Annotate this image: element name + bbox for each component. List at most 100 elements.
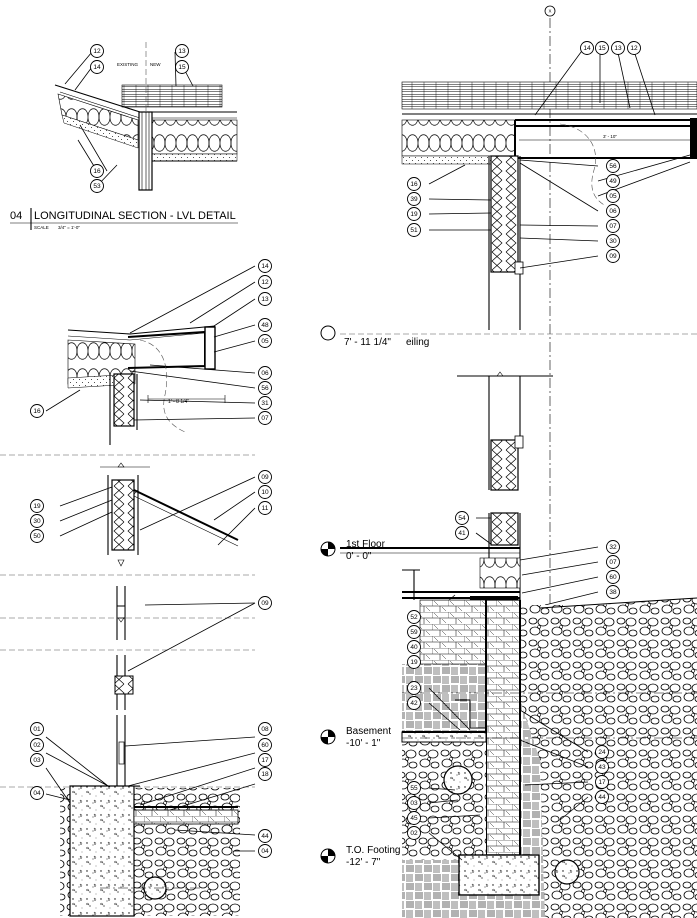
footing-elev: -12' - 7" bbox=[346, 857, 381, 868]
keynote-tag: 02 bbox=[407, 826, 421, 840]
keynote-tag-label: 07 bbox=[609, 559, 617, 566]
ceiling-level-elev: 7' - 11 1/4" bbox=[344, 337, 391, 348]
left-foundation-wall bbox=[69, 785, 135, 917]
keynote-tag-label: 19 bbox=[410, 659, 418, 666]
sloped-roof-line bbox=[133, 489, 239, 541]
keynote-tag-label: 44 bbox=[598, 794, 606, 801]
keynote-tag: 19 bbox=[407, 655, 421, 669]
keynote-tag-label: 17 bbox=[598, 779, 606, 786]
grid-line-x: X bbox=[544, 5, 556, 918]
keynote-tag-label: 06 bbox=[261, 370, 269, 377]
eave-deck bbox=[67, 325, 216, 335]
keynote-tags: 12 14 13 15 16 53 14 12 13 48 05 06 56 31 07 16 09 10 11 19… bbox=[30, 41, 641, 858]
keynote-tag: 15 bbox=[175, 60, 189, 74]
keynote-tag: 31 bbox=[258, 396, 272, 410]
keynote-tag-label: 43 bbox=[598, 764, 606, 771]
keynote-tag-label: 60 bbox=[261, 742, 269, 749]
detail-04-title: 04 LONGITUDINAL SECTION - LVL DETAIL SCA… bbox=[10, 208, 238, 230]
keynote-tag: 13 bbox=[258, 292, 272, 306]
existing-shingles bbox=[121, 84, 223, 108]
keynote-tag: 48 bbox=[258, 318, 272, 332]
keynote-tag-label: 59 bbox=[410, 629, 418, 636]
flat-rigid-insulation bbox=[151, 153, 238, 162]
left-mid-detail bbox=[0, 586, 256, 710]
keynote-tag-label: 60 bbox=[609, 574, 617, 581]
keynote-tag-label: 03 bbox=[410, 800, 418, 807]
keynote-tag: 40 bbox=[407, 640, 421, 654]
left-foundation-detail bbox=[0, 715, 256, 917]
keynote-tag-label: 05 bbox=[609, 193, 617, 200]
keynote-tag: 18 bbox=[258, 767, 272, 781]
keynote-tag: 52 bbox=[407, 610, 421, 624]
keynote-tag: 43 bbox=[595, 760, 609, 774]
keynote-tag: 24 bbox=[595, 745, 609, 759]
eave-dashed-outline bbox=[139, 339, 186, 433]
detail-title: LONGITUDINAL SECTION - LVL DETAIL bbox=[34, 210, 236, 222]
keynote-tag-label: 41 bbox=[458, 530, 466, 537]
left-eave-detail: 1' - 8 1/4" bbox=[45, 265, 256, 445]
keynote-tag-label: 50 bbox=[33, 533, 41, 540]
keynote-tag-label: 44 bbox=[261, 833, 269, 840]
basement-name: Basement bbox=[346, 726, 391, 737]
ceiling-level-marker bbox=[320, 325, 336, 341]
keynote-tag-label: 12 bbox=[93, 48, 101, 55]
keynote-tag: 09 bbox=[258, 596, 272, 610]
keynote-tag: 01 bbox=[30, 722, 44, 736]
keynote-tag-label: 07 bbox=[261, 415, 269, 422]
keynote-tag: 16 bbox=[90, 164, 104, 178]
keynote-tag-label: 31 bbox=[261, 400, 269, 407]
keynote-tag-label: 01 bbox=[33, 726, 41, 733]
first-floor-name: 1st Floor bbox=[346, 539, 386, 550]
detail-number: 04 bbox=[10, 210, 22, 222]
keynote-tag: 45 bbox=[407, 811, 421, 825]
keynote-tag: 05 bbox=[606, 189, 620, 203]
keynote-tag-label: 11 bbox=[262, 505, 269, 512]
keynote-tag: 16 bbox=[407, 177, 421, 191]
keynote-tag: 17 bbox=[595, 775, 609, 789]
keynote-tag-label: 06 bbox=[609, 208, 617, 215]
keynote-tag-label: 14 bbox=[583, 45, 591, 52]
keynote-tag: 02 bbox=[30, 738, 44, 752]
dim-left: 1' - 8 1/4" bbox=[168, 399, 189, 405]
keynote-tag-label: 03 bbox=[33, 757, 41, 764]
keynote-tag-label: 53 bbox=[93, 183, 101, 190]
keynote-tag-label: 08 bbox=[261, 726, 269, 733]
keynote-tag: 38 bbox=[606, 585, 620, 599]
keynote-tag: 12 bbox=[90, 44, 104, 58]
keynote-tag: 19 bbox=[30, 499, 44, 513]
detail-04-roof: EXISTING NEW bbox=[54, 42, 238, 191]
keynote-tag: 56 bbox=[258, 381, 272, 395]
keynote-tag-label: 55 bbox=[410, 785, 418, 792]
keynote-tag: 04 bbox=[258, 844, 272, 858]
right-foundation-wall bbox=[485, 599, 521, 856]
keynote-tag-label: 52 bbox=[410, 614, 418, 621]
existing-label: EXISTING bbox=[117, 62, 139, 67]
keynote-tag-label: 13 bbox=[178, 48, 186, 55]
keynote-tag-label: 02 bbox=[33, 742, 41, 749]
grid-marker-label: X bbox=[548, 9, 551, 14]
keynote-tag: 60 bbox=[606, 570, 620, 584]
keynote-tag-label: 14 bbox=[261, 263, 269, 270]
keynote-tag-label: 38 bbox=[609, 589, 617, 596]
keynote-tag: 06 bbox=[258, 366, 272, 380]
right-batt-insulation bbox=[401, 119, 516, 157]
keynote-tag-label: 13 bbox=[614, 45, 622, 52]
keynote-tag-label: 17 bbox=[261, 757, 269, 764]
keynote-tag: 51 bbox=[407, 223, 421, 237]
keynote-tag-label: 12 bbox=[630, 45, 638, 52]
keynote-tag: 44 bbox=[258, 829, 272, 843]
keynote-tag-label: 16 bbox=[410, 181, 418, 188]
keynote-tag-label: 13 bbox=[261, 296, 269, 303]
right-roof-detail: 3' - 10" bbox=[401, 47, 697, 330]
new-label: NEW bbox=[150, 62, 161, 67]
keynote-tag-label: 16 bbox=[33, 408, 41, 415]
keynote-tag-label: 18 bbox=[261, 771, 269, 778]
keynote-tag-label: 04 bbox=[33, 790, 41, 797]
left-slab bbox=[133, 809, 239, 825]
keynote-tag: 10 bbox=[258, 485, 272, 499]
keynote-tag: 39 bbox=[407, 192, 421, 206]
wall-stud-section bbox=[111, 479, 135, 551]
keynote-tag: 14 bbox=[580, 41, 594, 55]
keynote-tag-label: 09 bbox=[609, 253, 617, 260]
keynote-tag-label: 32 bbox=[609, 544, 617, 551]
